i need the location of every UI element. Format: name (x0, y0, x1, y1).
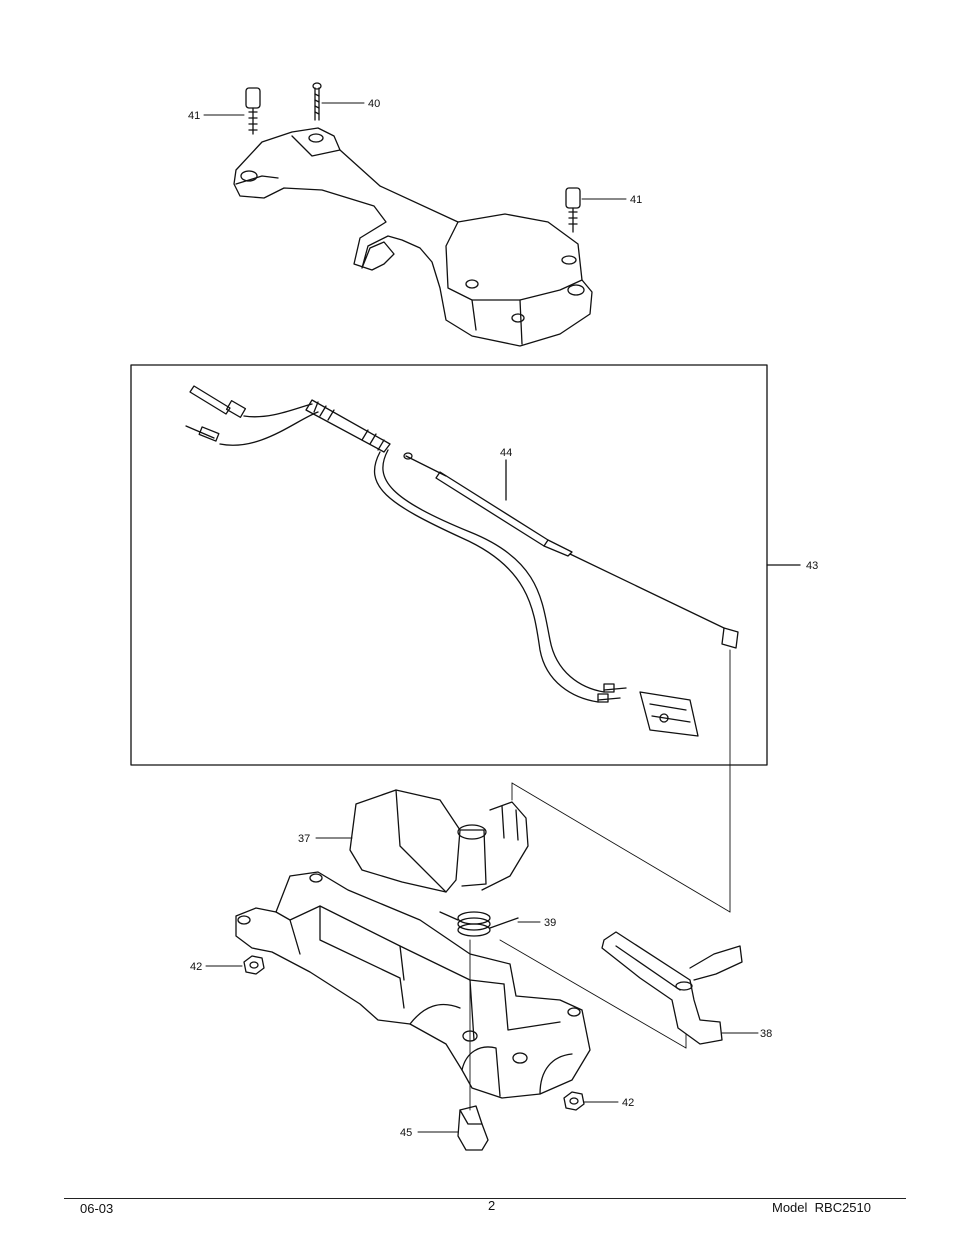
callout-43: 43 (806, 560, 818, 572)
callout-40: 40 (368, 98, 380, 110)
callout-37: 37 (298, 833, 310, 845)
callout-41-left: 41 (188, 110, 200, 122)
callout-42-right: 42 (622, 1097, 634, 1109)
lockout-lever-38 (602, 932, 742, 1044)
callout-38: 38 (760, 1028, 772, 1040)
callout-42-left: 42 (190, 961, 202, 973)
upper-handle-housing (234, 128, 592, 346)
page-number: 2 (488, 1198, 495, 1213)
screw-41-left (246, 88, 260, 134)
callout-41-right: 41 (630, 194, 642, 206)
lower-handle-housing (236, 872, 590, 1098)
spring-39 (440, 912, 518, 936)
hex-nut-42-left (244, 956, 264, 974)
footer-rule (64, 1198, 906, 1199)
footer-model: Model RBC2510 (772, 1200, 871, 1215)
trigger-cover-37 (350, 790, 528, 892)
hex-nut-42-right (564, 1092, 584, 1110)
screw-40 (313, 83, 321, 120)
leader-lines (204, 103, 758, 1132)
footer-date: 06-03 (80, 1201, 113, 1216)
callout-39: 39 (544, 917, 556, 929)
callout-45: 45 (400, 1127, 412, 1139)
grip-pad-45 (458, 1106, 488, 1150)
alignment-lines (470, 650, 730, 1110)
cable-assembly-frame (131, 365, 767, 765)
callout-44: 44 (500, 447, 512, 459)
throttle-cable-assembly (186, 386, 738, 736)
screw-41-right (566, 188, 580, 232)
